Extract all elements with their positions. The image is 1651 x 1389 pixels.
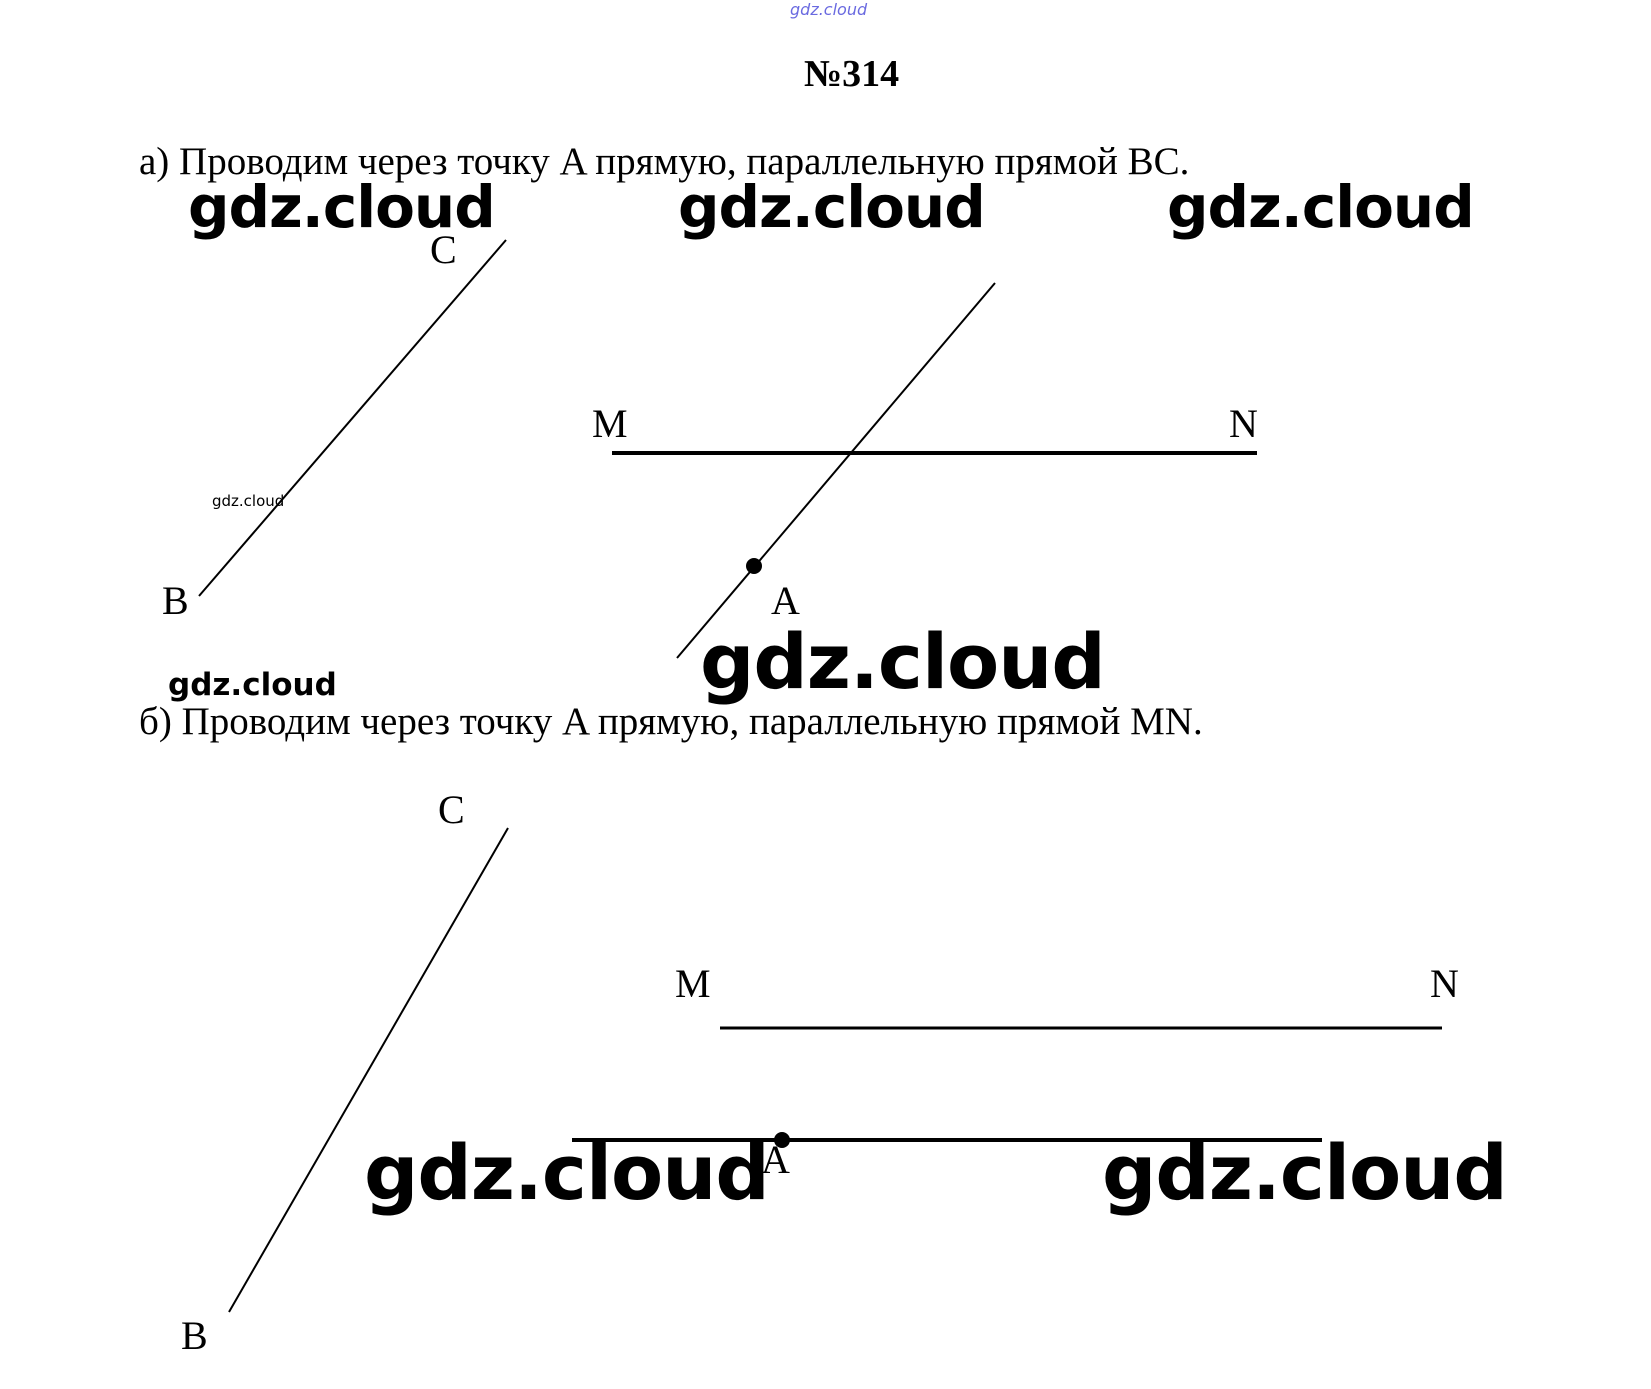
watermark: gdz.cloud bbox=[678, 173, 986, 241]
part-b-text: б) Проводим через точку A прямую, паралл… bbox=[139, 700, 1203, 743]
part-a-point-a bbox=[746, 558, 762, 574]
part-b-label-n: N bbox=[1430, 961, 1459, 1006]
watermark: gdz.cloud bbox=[212, 492, 285, 510]
part-a-line-bc bbox=[198, 239, 507, 597]
watermark: gdz.cloud bbox=[700, 617, 1106, 706]
watermark: gdz.cloud bbox=[168, 667, 337, 703]
watermark: gdz.cloud bbox=[1102, 1128, 1508, 1217]
part-a-label-b: B bbox=[162, 578, 189, 623]
part-b-label-m: M bbox=[675, 961, 711, 1006]
part-b-line-bc bbox=[228, 827, 509, 1313]
top-watermark: gdz.cloud bbox=[790, 0, 868, 19]
watermark: gdz.cloud bbox=[364, 1128, 770, 1217]
part-a-label-a: A bbox=[771, 578, 800, 623]
part-a-label-n: N bbox=[1229, 401, 1258, 446]
part-b-label-a: A bbox=[761, 1137, 790, 1182]
watermark: gdz.cloud bbox=[1167, 173, 1475, 241]
part-b-label-c: C bbox=[438, 787, 465, 832]
part-b-point-a bbox=[774, 1132, 790, 1148]
part-a-text: а) Проводим через точку A прямую, паралл… bbox=[139, 140, 1190, 183]
task-number: №314 bbox=[804, 53, 900, 95]
part-b-label-b: B bbox=[181, 1313, 208, 1358]
watermark: gdz.cloud bbox=[188, 173, 496, 241]
part-a-label-c: C bbox=[430, 227, 457, 272]
part-a-label-m: M bbox=[592, 401, 628, 446]
part-a-parallel-line bbox=[676, 282, 996, 659]
